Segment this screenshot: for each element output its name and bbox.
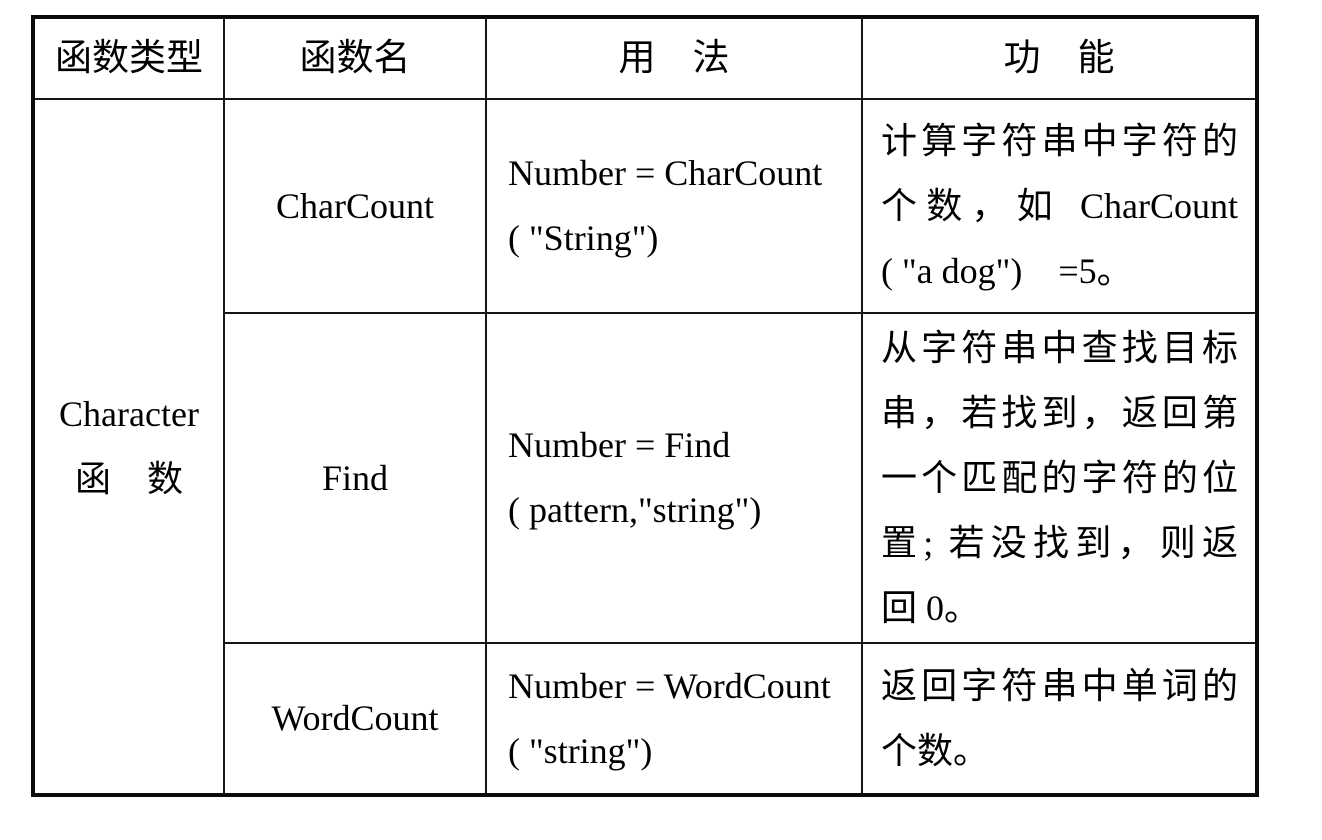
cell-desc-find: 从字符串中查找目标 串，若找到，返回第 一个匹配的字符的位 置; 若没找到，则返… [861, 312, 1258, 644]
desc-line: 个数，如 CharCount [881, 185, 1238, 226]
cell-name-charcount: CharCount [223, 98, 487, 314]
desc-line: 回 0。 [881, 587, 981, 628]
cell-name-find: Find [223, 312, 487, 644]
usage-line: ( pattern,"string") [508, 490, 762, 530]
table-row-find: Find Number = Find ( pattern,"string") 从… [33, 312, 1258, 644]
cell-category: Character 函 数 [32, 98, 225, 796]
cell-usage-find: Number = Find ( pattern,"string") [485, 312, 863, 644]
cell-name-wordcount: WordCount [223, 642, 487, 796]
usage-line: ( "String") [508, 218, 659, 258]
usage-line: Number = Find [508, 425, 731, 465]
header-function-type: 函数类型 [32, 16, 225, 100]
category-line-english: Character [59, 393, 199, 434]
header-function-name: 函数名 [223, 16, 487, 100]
header-feature: 功 能 [861, 16, 1258, 100]
cell-usage-wordcount: Number = WordCount ( "string") [485, 642, 863, 796]
usage-line: Number = WordCount [508, 665, 831, 706]
table-row-charcount: Character 函 数 CharCount Number = CharCou… [32, 98, 1258, 796]
usage-line: Number = CharCount [508, 153, 823, 193]
desc-line: 置; 若没找到，则返 [881, 522, 1238, 563]
desc-line: 计算字符串中字符的 [881, 120, 1238, 161]
desc-line: 个数。 [881, 730, 990, 771]
desc-line: 串，若找到，返回第 [881, 392, 1238, 433]
function-table: 函数类型 函数名 用 法 功 能 Character 函 数 CharCount… [31, 15, 1259, 797]
scanned-page: 函数类型 函数名 用 法 功 能 Character 函 数 CharCount… [31, 15, 1259, 797]
desc-line: ( "a dog") =5。 [881, 250, 1133, 291]
desc-line: 一个匹配的字符的位 [881, 457, 1238, 498]
cell-desc-charcount: 计算字符串中字符的 个数，如 CharCount ( "a dog") =5。 [861, 98, 1258, 314]
desc-line: 从字符串中查找目标 [881, 327, 1238, 368]
cell-desc-wordcount: 返回字符串中单词的 个数。 [861, 642, 1258, 796]
header-row: 函数类型 函数名 用 法 功 能 [32, 16, 1258, 100]
cell-usage-charcount: Number = CharCount ( "String") [485, 98, 863, 314]
table-row-wordcount: WordCount Number = WordCount ( "string")… [33, 642, 1258, 796]
desc-line: 返回字符串中单词的 [881, 665, 1238, 706]
header-usage: 用 法 [485, 16, 863, 100]
category-line-chinese: 函 数 [74, 458, 183, 499]
usage-line: ( "string") [508, 730, 653, 771]
